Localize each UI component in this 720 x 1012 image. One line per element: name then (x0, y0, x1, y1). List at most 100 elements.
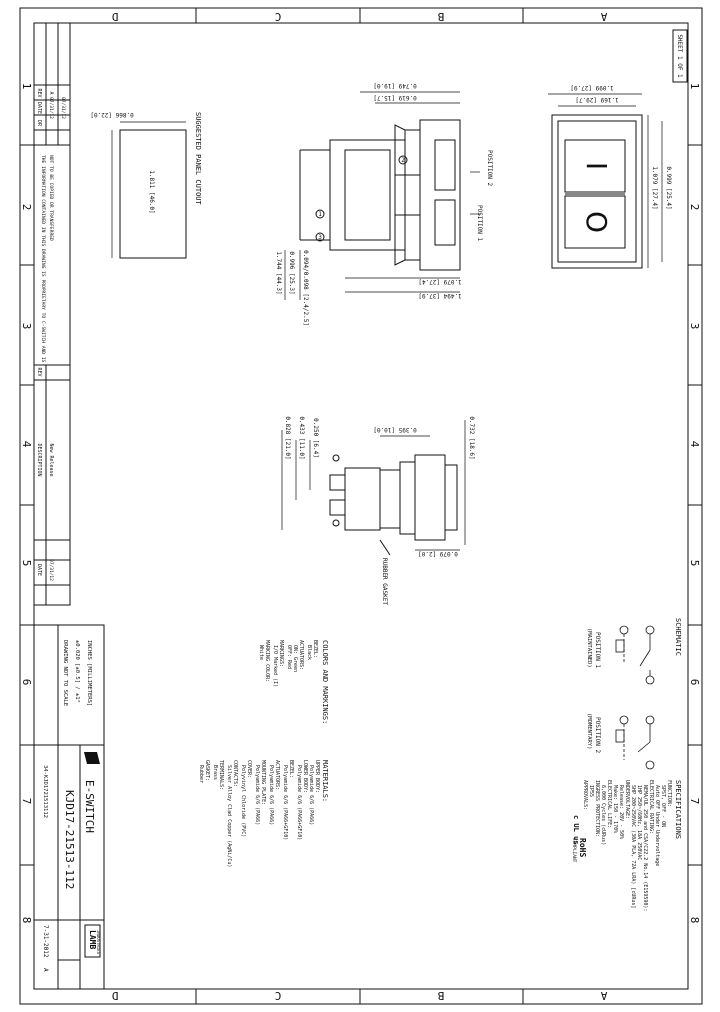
material-line: BEZEL: (288, 760, 294, 778)
end-dim: 0.732 [18.6] (468, 416, 475, 459)
cutout-dim-height: 1.811 [46.0] (148, 170, 155, 213)
e-switch-logo: E-SWITCH (83, 752, 100, 833)
position-label: POSITION 2 (486, 150, 493, 187)
side-dim: 0.749 [19.0] (373, 82, 416, 89)
color-line: I/O Marked (I) (272, 645, 278, 687)
material-line: LOWER BODY: (302, 760, 308, 793)
zone-letters-top: D C B A (112, 10, 608, 23)
zone-numbers-left: 1 2 3 4 5 6 7 8 (20, 83, 33, 924)
lamb-logo (84, 924, 101, 958)
color-line: ACTUATORS: (298, 640, 304, 670)
scale-note: DRAWING NOT TO SCALE (62, 640, 68, 706)
position-arrows (470, 171, 480, 215)
side-dimensions (284, 91, 460, 300)
front-dim-height: 1.079 [27.4] (651, 166, 658, 209)
color-line: ON: Green (292, 645, 298, 672)
zone-number: 8 (688, 917, 701, 924)
end-view (329, 454, 458, 556)
side-dim: 1.494 [37.9] (418, 292, 461, 299)
front-view (551, 114, 643, 269)
title-date: 7-31-2012 (42, 925, 49, 958)
zone-number: 6 (688, 679, 701, 686)
color-line: BEZEL: (312, 640, 318, 658)
spec-line: SHP 200~250VAC (30A PLA, 72A LRA) [cURus… (630, 785, 636, 908)
front-bezel (551, 114, 643, 269)
proprietary-note: NOT TO BE COPIED OR TRANSFERRED (48, 155, 54, 241)
spec-line: Make: 150 - 170% (612, 785, 618, 833)
cutout-dim-width: 0.866 [22.0] (90, 111, 133, 118)
zone-number: 5 (688, 560, 701, 567)
lamb-logo-text: LAMB (88, 930, 97, 949)
zone-number: 6 (20, 679, 33, 686)
off-actuator (564, 139, 626, 193)
zone-number: 5 (20, 560, 33, 567)
materials-title: MATERIALS: (321, 760, 329, 802)
e-switch-logo-text: E-SWITCH (83, 780, 96, 833)
title-rev: A (42, 968, 49, 972)
sheet-number: SHEET 1 OF 1 (676, 34, 683, 78)
zone-letter: A (600, 989, 607, 1002)
zone-number: 1 (20, 83, 33, 90)
zone-letter: D (112, 10, 119, 23)
rev-date: 07/31/12 (48, 97, 54, 119)
material-line: Brass (212, 765, 218, 780)
outer-border (19, 7, 703, 1005)
side-dim: 1.744 [44.3] (275, 251, 282, 294)
rohs-mark: RoHS (578, 838, 587, 857)
zone-letter: B (437, 10, 444, 23)
spec-line: SPST, OFF - ON (660, 785, 666, 827)
specifications-list: FUNCTION: SPST, OFF - ON Auto OFF Under … (582, 780, 672, 911)
material-line: Silver Alloy Clad Copper (AgNi/Cu) (226, 765, 232, 867)
front-dim-inner-width: 1.169 [29.7] (575, 96, 618, 103)
color-line: White (258, 645, 264, 660)
cutout-dimensions (111, 121, 186, 258)
proprietary-note: THE INFORMATION CONTAINED IN THIS DRAWIN… (40, 155, 46, 363)
schematic-position-2: POSITION 2 (594, 717, 601, 754)
zone-number: 4 (688, 441, 701, 448)
end-dim: 0.250 [6.4] (312, 418, 319, 458)
side-actuator-top (434, 139, 456, 191)
tolerance-note: ±0.020 [±0.5] / ±1° (74, 640, 80, 703)
doc-number: 34-KJD1721513112 (42, 765, 48, 818)
material-line: Polyamide 6/6 (PA66+GF10) (296, 765, 302, 840)
rev-header: REV (36, 367, 42, 376)
schematic-position-2-note: (MOMENTARY) (586, 713, 592, 749)
terminal-number: 2 (401, 157, 405, 164)
material-line: ACTUATORS: (274, 760, 280, 790)
rubber-gasket-callout: RUBBER GASKET (381, 558, 388, 605)
rev-description-header: DESCRIPTION (36, 443, 42, 476)
spec-line: Auto OFF Under Undervoltage (654, 785, 660, 866)
title-block: INCHES [MILLIMETERS] ±0.020 [±0.5] / ±1°… (33, 624, 105, 990)
terminal-number: 1 (318, 211, 322, 218)
spec-line: IP55 (588, 785, 594, 797)
off-symbol: I (580, 162, 613, 170)
front-dimensions (548, 93, 663, 268)
spec-line: 1HP 250~/60Hz, 18A 250VAC (636, 785, 642, 860)
material-line: MOUNTING PLATE: (260, 760, 266, 805)
revision-block: REV DATE DR A 07/31/12 07/31/12 THE INFO… (33, 22, 71, 606)
specifications-title: SPECIFICATIONS (674, 780, 682, 839)
zone-number: 3 (20, 323, 33, 330)
rev-cell: REV (36, 88, 42, 97)
spec-line: UNDERVOLTAGE: (624, 780, 630, 819)
schematic-diagram (615, 625, 655, 770)
material-line: Polyamide 6/6 (PA66) (308, 765, 314, 825)
schematic-position-1: POSITION 1 (594, 632, 601, 669)
lamb-logo-subtext: INDUSTRIES (96, 930, 101, 955)
rev-description: New Release (48, 443, 54, 476)
side-dim: 1.079 [27.4] (418, 278, 461, 285)
rev-cell: DATE (36, 102, 42, 114)
zone-number: 8 (20, 917, 33, 924)
rev-cell: A (48, 91, 54, 94)
material-line: Polyvinyl Chloride (PVC) (240, 765, 246, 837)
sheet-number-box (672, 29, 688, 83)
zone-letter: A (600, 10, 607, 23)
end-dimensions (281, 420, 466, 551)
side-view (299, 119, 461, 271)
material-line: UPPER BODY: (314, 760, 320, 793)
position-label: POSITION 1 (476, 205, 483, 242)
side-dim: 0.996 [25.3] (288, 251, 295, 294)
schematic-title: SCHEMATIC (674, 618, 682, 656)
zone-letter: D (112, 989, 119, 1002)
